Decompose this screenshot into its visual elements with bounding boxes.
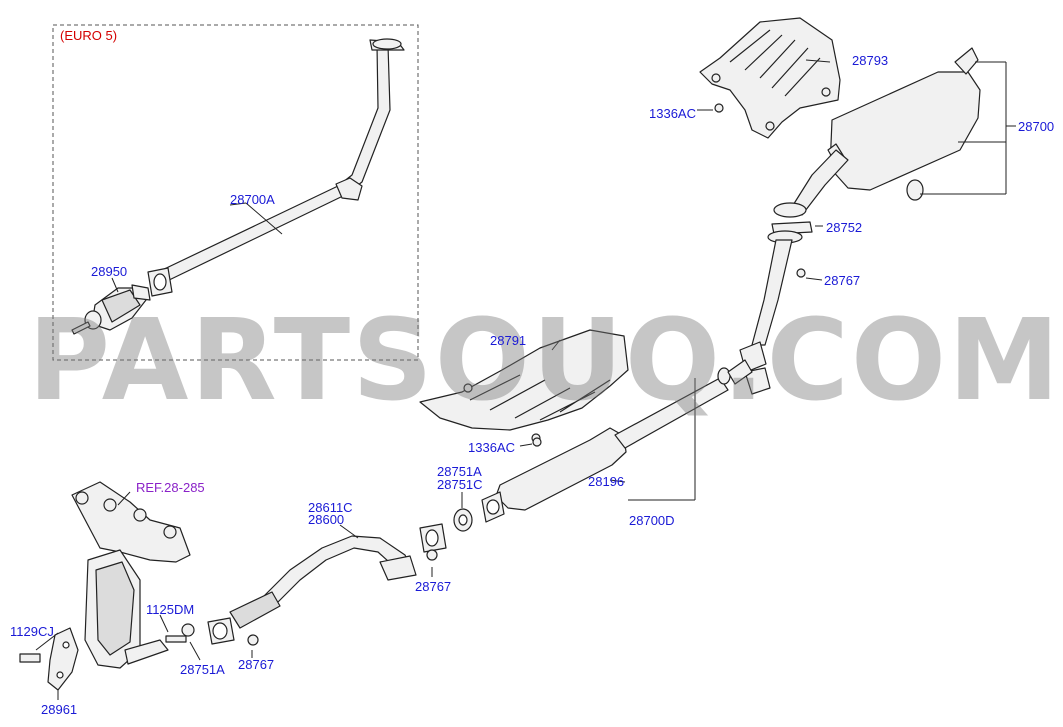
catalytic-converter-28950 <box>71 284 151 335</box>
part-label-1336ac-mid[interactable]: 1336AC <box>468 440 515 455</box>
part-label-1129cj[interactable]: 1129CJ <box>10 624 54 639</box>
part-label-28767-mid[interactable]: 28767 <box>415 579 452 594</box>
gasket-28751a-28751c <box>453 491 505 532</box>
part-label-28700d[interactable]: 28700D <box>629 513 675 528</box>
part-label-28950[interactable]: 28950 <box>91 264 128 279</box>
euro5-group-box <box>52 24 419 361</box>
part-label-28793[interactable]: 28793 <box>852 53 889 68</box>
ref-label[interactable]: REF.28-285 <box>136 480 205 495</box>
bracket-28961 <box>19 627 79 691</box>
exhaust-manifold-cat <box>71 481 191 669</box>
watermark: PARTSOUQ.COM <box>28 296 1062 426</box>
heat-protector-28793 <box>699 17 841 139</box>
part-label-28751c[interactable]: 28751C <box>437 477 483 492</box>
part-label-28767-bottom[interactable]: 28767 <box>238 657 275 672</box>
group-label-euro5: (EURO 5) <box>60 28 118 43</box>
part-label-28196[interactable]: 28196 <box>588 474 625 489</box>
part-label-28751a-bottom[interactable]: 28751A <box>180 662 225 677</box>
part-label-1125dm[interactable]: 1125DM <box>146 602 195 617</box>
part-label-1336ac-top[interactable]: 1336AC <box>649 106 696 121</box>
part-label-28767-right[interactable]: 28767 <box>824 273 861 288</box>
rear-muffler-28700 <box>789 47 981 216</box>
part-label-28700[interactable]: 28700 <box>1018 119 1055 134</box>
part-label-28961[interactable]: 28961 <box>41 702 78 717</box>
part-label-28700a[interactable]: 28700A <box>230 192 275 207</box>
part-label-28600[interactable]: 28600 <box>308 512 345 527</box>
front-pipe-euro5 <box>147 38 405 297</box>
part-label-28791[interactable]: 28791 <box>490 333 527 348</box>
front-pipe-28600 <box>207 523 447 645</box>
leader-lines <box>35 59 1016 700</box>
fasteners <box>165 103 806 646</box>
center-muffler-28196 <box>495 359 753 511</box>
part-label-28611c[interactable]: 28611C <box>308 500 353 515</box>
part-label-28752[interactable]: 28752 <box>826 220 863 235</box>
part-label-28751a-top[interactable]: 28751A <box>437 464 482 479</box>
